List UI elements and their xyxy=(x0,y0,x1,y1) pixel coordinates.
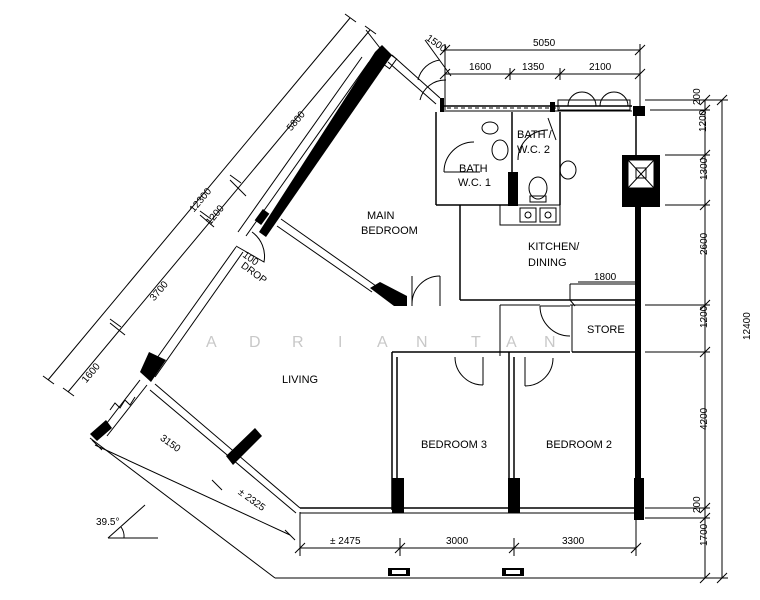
dim-living-1: 3150 xyxy=(158,433,183,455)
watermark-letter: D xyxy=(249,334,261,351)
watermark-letter: A xyxy=(377,334,388,351)
dim-bottom-2: 3000 xyxy=(446,536,469,547)
dim-top-total: 5050 xyxy=(533,38,556,49)
room-label-living: LIVING xyxy=(282,374,318,386)
dim-angle: 39.5° xyxy=(96,517,119,528)
dim-right-7: 200 xyxy=(692,496,703,513)
room-labels: MAIN BEDROOM BATH W.C. 1 BATH / W.C. 2 K… xyxy=(282,129,625,451)
watermark-letter: T xyxy=(471,334,481,351)
dim-right-bottom: 1700 xyxy=(699,523,710,546)
dim-right-3: 1300 xyxy=(699,157,710,180)
watermark-letter: N xyxy=(544,334,556,351)
dim-right-2: 1200 xyxy=(698,109,709,132)
room-label-kitchen-1: KITCHEN/ xyxy=(528,241,580,253)
kitchen-sink xyxy=(499,204,561,226)
dim-top-1: 1600 xyxy=(469,62,492,73)
kitchen-walls xyxy=(459,205,636,356)
room-label-main-bedroom-1: MAIN xyxy=(367,210,395,222)
drop-door: 100 DROP xyxy=(235,231,269,287)
bottom-exterior-wall xyxy=(149,383,636,514)
room-label-bedroom3: BEDROOM 3 xyxy=(421,439,487,451)
diagonal-exterior-wall xyxy=(90,45,392,441)
main-bedroom-door xyxy=(411,275,441,306)
room-label-bath2-2: W.C. 2 xyxy=(517,144,550,156)
dim-kitchen: 1800 xyxy=(594,272,617,283)
bedroom-walls xyxy=(391,351,570,513)
dim-bottom-3: 3300 xyxy=(562,536,585,547)
dim-bottom-1: ± 2475 xyxy=(330,536,361,547)
main-bedroom-inner-wall xyxy=(254,208,407,306)
store-walls xyxy=(539,305,636,353)
watermark-letter: N xyxy=(416,334,428,351)
dim-diag-1: 5800 xyxy=(285,109,308,133)
room-label-bath1-1: BATH xyxy=(459,163,488,175)
room-label-bath1-2: W.C. 1 xyxy=(458,177,491,189)
dim-diag-2: 1200 xyxy=(204,203,227,227)
dim-right-4: 2600 xyxy=(699,232,710,255)
watermark-letter: A xyxy=(206,334,217,351)
room-label-bedroom2: BEDROOM 2 xyxy=(546,439,612,451)
dim-right-5: 1200 xyxy=(699,305,710,328)
room-label-kitchen-2: DINING xyxy=(528,257,567,269)
bottom-dimensions: ± 2475 3000 3300 xyxy=(294,512,642,556)
watermark-letter: R xyxy=(292,334,304,351)
window-top-left xyxy=(372,46,447,105)
top-right-doors xyxy=(557,91,631,111)
dim-diag-4: 1600 xyxy=(80,361,103,385)
dim-diag-total: 12300 xyxy=(188,186,215,215)
dim-top-2: 1350 xyxy=(522,62,545,73)
dim-right-6: 4200 xyxy=(699,407,710,430)
dim-top-3: 2100 xyxy=(589,62,612,73)
dim-right-total: 12400 xyxy=(742,312,753,340)
kitchen-dimension: 1800 xyxy=(570,272,636,285)
room-label-store: STORE xyxy=(587,324,625,336)
service-shaft xyxy=(622,155,660,207)
watermark-letter: A xyxy=(506,334,517,351)
dim-living-2: ± 2325 xyxy=(236,487,268,514)
dim-right-1: 200 xyxy=(692,88,703,105)
right-exterior-wall xyxy=(633,106,645,520)
right-dimensions: 200 1200 1300 2600 1200 4200 200 1700 12… xyxy=(645,88,753,584)
top-dimensions: 5050 1600 1350 2100 1500 xyxy=(424,33,646,110)
angle-marker: 39.5° xyxy=(96,504,158,539)
room-label-main-bedroom-2: BEDROOM xyxy=(361,225,418,237)
dim-diag-3: 3700 xyxy=(148,279,171,303)
room-label-bath2-1: BATH / xyxy=(517,129,553,141)
watermark-letter: I xyxy=(338,334,342,351)
watermark: A D R I A N T A N xyxy=(206,334,556,351)
